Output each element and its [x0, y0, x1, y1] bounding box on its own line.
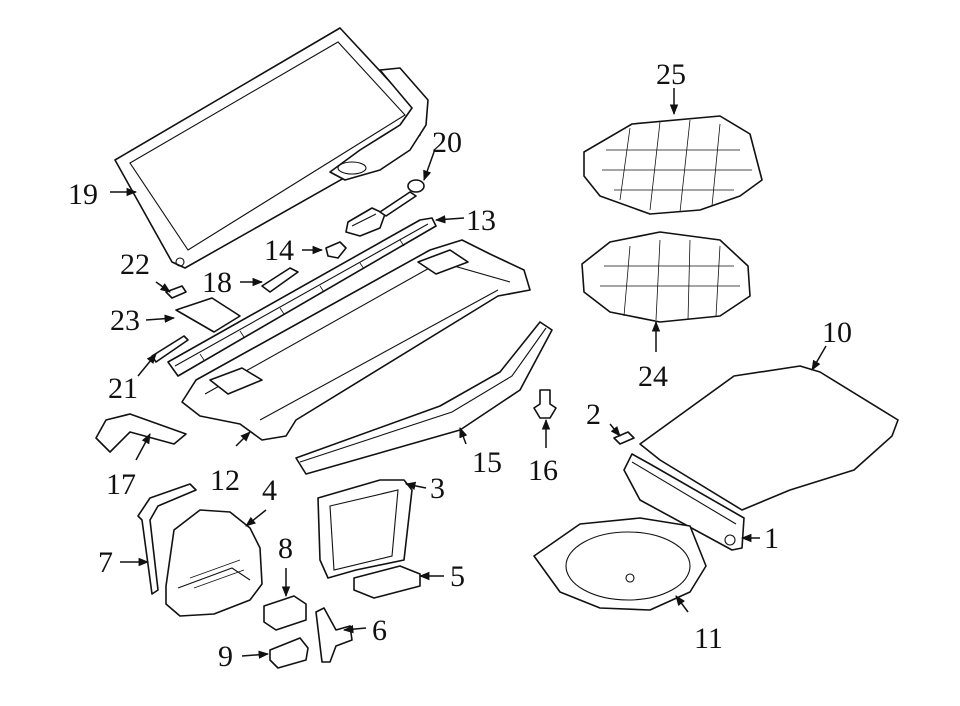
callout-16: 16 [528, 454, 558, 487]
part-2-clip[interactable] [613, 431, 635, 445]
callout-9: 9 [218, 640, 233, 673]
callout-18: 18 [202, 266, 232, 299]
callout-25: 25 [656, 58, 686, 91]
callout-8: 8 [278, 532, 293, 565]
part-19-sunshade[interactable] [114, 27, 429, 269]
callout-4: 4 [262, 474, 277, 507]
callout-22: 22 [120, 248, 150, 281]
callout-21: 21 [108, 372, 138, 405]
part-20-motor[interactable] [345, 179, 425, 237]
callout-19: 19 [68, 178, 98, 211]
part-6-latch[interactable] [315, 607, 353, 663]
part-13-trim-strip[interactable] [167, 217, 437, 377]
part-11-wheel-well[interactable] [533, 517, 707, 611]
part-18-grommet[interactable] [261, 267, 299, 293]
callout-23: 23 [110, 304, 140, 337]
part-25-floor-board[interactable] [583, 115, 763, 215]
callout-14: 14 [264, 234, 294, 267]
part-8-holder[interactable] [263, 595, 307, 631]
callout-24: 24 [638, 360, 668, 393]
part-4-side-trim[interactable] [165, 509, 263, 617]
part-7-seal[interactable] [137, 483, 197, 595]
part-9-pad[interactable] [269, 637, 309, 669]
callout-15: 15 [472, 446, 502, 479]
part-22-clip[interactable] [165, 285, 187, 299]
callout-2: 2 [586, 398, 601, 431]
part-17-bracket[interactable] [95, 413, 187, 453]
part-14-clip[interactable] [325, 241, 347, 259]
part-23-cover[interactable] [175, 297, 241, 333]
callout-11: 11 [694, 622, 723, 655]
callout-6: 6 [372, 614, 387, 647]
callout-1: 1 [764, 522, 779, 555]
part-10-floor-mat[interactable] [639, 365, 899, 511]
part-3-inner-panel[interactable] [317, 479, 413, 579]
callout-20: 20 [432, 126, 462, 159]
part-15-trim-panel[interactable] [295, 321, 553, 475]
part-12-parcel-shelf[interactable] [181, 239, 531, 441]
callout-5: 5 [450, 560, 465, 593]
leader-lines [110, 88, 827, 659]
callout-12: 12 [210, 464, 240, 497]
part-24-tool-tray[interactable] [581, 231, 751, 323]
callout-17: 17 [106, 468, 136, 501]
part-5-box[interactable] [353, 565, 421, 599]
part-16-push-clip[interactable] [533, 389, 557, 419]
callout-7: 7 [98, 546, 113, 579]
callout-3: 3 [430, 472, 445, 505]
callout-10: 10 [822, 316, 852, 349]
part-1-sill-trim[interactable] [623, 453, 745, 551]
callout-13: 13 [466, 204, 496, 237]
